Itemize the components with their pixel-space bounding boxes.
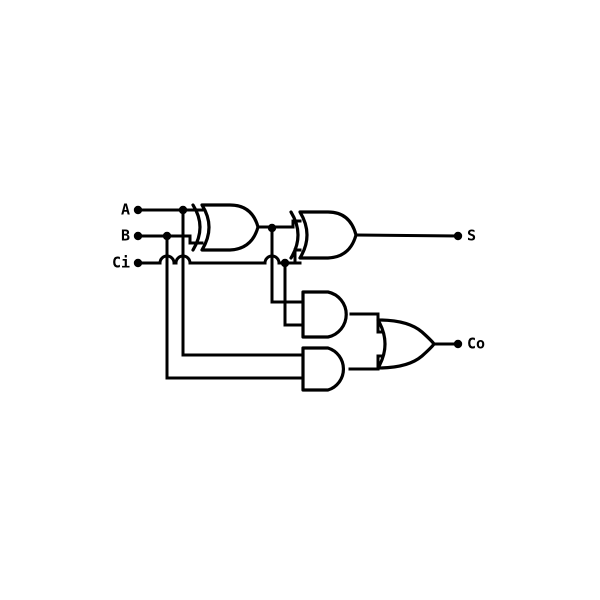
xor-gate-2-back-arc — [289, 210, 300, 260]
xor-gate-2[interactable] — [289, 210, 358, 260]
junction-dot-xor1-out-tap — [267, 223, 277, 233]
wire-b-to-and2 — [165, 234, 305, 380]
output-label-s: S — [467, 227, 476, 245]
junction-dot-ci-branch — [280, 258, 290, 268]
input-label-b: B — [121, 227, 130, 245]
input-label-a: A — [121, 201, 130, 219]
terminal-dot-input-b[interactable] — [133, 231, 143, 241]
xor-gate-1-body — [200, 203, 260, 252]
terminal-dot-output-co[interactable] — [453, 339, 463, 349]
input-label-ci: Ci — [112, 254, 130, 272]
terminal-dot-input-ci[interactable] — [133, 258, 143, 268]
output-label-co: Co — [467, 335, 485, 353]
wire-ci-to-xor2 — [283, 248, 302, 265]
terminal-dot-input-a[interactable] — [133, 205, 143, 215]
and-gate-1-body — [301, 290, 348, 339]
wire-xor1-to-xor2-stub — [291, 219, 302, 229]
and-gate-2-body — [301, 346, 345, 392]
junction-dot-b-branch — [162, 231, 172, 241]
or-gate-1-body — [376, 318, 436, 370]
terminal-dot-output-s[interactable] — [453, 231, 463, 241]
wire-sum-output — [354, 233, 460, 238]
or-gate-1[interactable] — [376, 318, 436, 370]
and-gate-2[interactable] — [301, 346, 345, 392]
xor-gate-1[interactable] — [191, 203, 260, 252]
wire-xor1-to-and1 — [270, 226, 305, 304]
xor-gate-2-body — [298, 210, 358, 260]
junction-dot-a-branch — [178, 205, 188, 215]
wire-ci-to-and1 — [283, 261, 305, 327]
xor-gate-1-back-arc — [191, 203, 202, 252]
and-gate-1[interactable] — [301, 290, 348, 339]
wire-a-to-and2 — [181, 208, 305, 357]
